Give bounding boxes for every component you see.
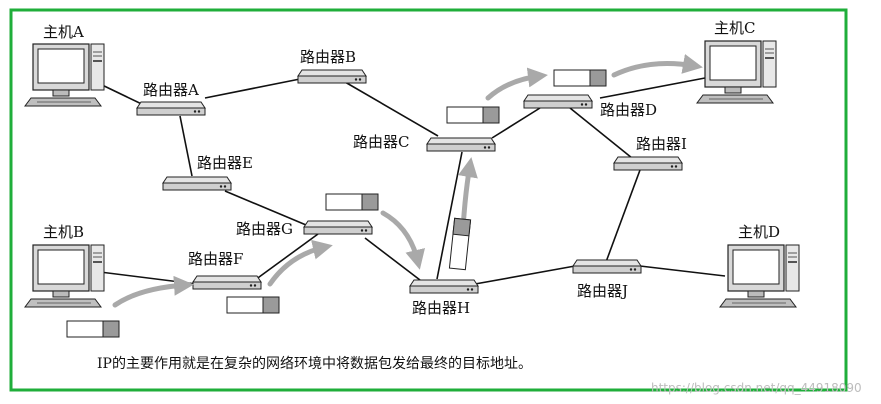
packet-icon [446, 106, 500, 124]
router-h-icon [409, 279, 479, 294]
link-router-g-router-h [364, 237, 421, 281]
router-c-label: 路由器C [353, 133, 409, 151]
link-router-f-router-g [254, 233, 319, 281]
packet-icon [325, 193, 379, 211]
arrow-g-to-h [380, 210, 425, 270]
router-b-label: 路由器B [300, 48, 356, 66]
link-router-i-router-j [605, 169, 641, 263]
link-router-h-router-j [474, 265, 576, 285]
diagram-caption: IP的主要作用就是在复杂的网络环境中将数据包发给最终的目标地址。 [97, 355, 532, 372]
host-b-label: 主机B [43, 223, 84, 241]
packet-icon [553, 69, 607, 87]
router-j-icon [572, 259, 642, 274]
router-c-icon [426, 137, 496, 152]
arrow-d-to-host-c [611, 54, 703, 78]
router-a-label: 路由器A [143, 81, 199, 99]
host-c-label: 主机C [714, 19, 755, 37]
host-a-icon [24, 43, 105, 107]
router-f-label: 路由器F [188, 250, 243, 268]
packet-icon [66, 320, 120, 338]
link-router-d-router-i [569, 107, 633, 159]
router-d-label: 路由器D [600, 101, 657, 119]
router-f-icon [192, 275, 262, 290]
link-host-b-router-f [99, 271, 197, 285]
link-router-a-router-b [204, 77, 306, 99]
arrow-c-to-d [485, 67, 548, 101]
packet-icon [226, 296, 280, 314]
router-h-label: 路由器H [412, 299, 470, 317]
watermark: https://blog.csdn.net/qq_44918090 [651, 381, 862, 395]
host-d-icon [719, 244, 800, 308]
host-d-label: 主机D [738, 223, 780, 241]
link-router-c-router-d [491, 107, 541, 139]
link-router-j-host-d [639, 265, 726, 277]
network-links [99, 77, 726, 285]
router-e-label: 路由器E [197, 154, 253, 172]
link-router-b-router-c [344, 81, 439, 137]
router-d-icon [523, 94, 593, 109]
router-j-label: 路由器J [577, 282, 628, 300]
router-g-label: 路由器G [236, 220, 293, 238]
router-e-icon [162, 176, 232, 191]
link-router-c-router-h [436, 151, 463, 280]
router-g-icon [303, 220, 373, 235]
arrow-f-to-g [267, 239, 333, 287]
link-router-e-router-g [224, 190, 319, 231]
packet-icon [448, 217, 472, 271]
arrow-host-b-to-f [112, 275, 194, 308]
host-a-label: 主机A [43, 23, 84, 41]
host-b-icon [24, 244, 105, 308]
router-b-icon [297, 69, 367, 84]
router-i-label: 路由器I [636, 135, 687, 153]
host-c-icon [696, 40, 777, 104]
router-a-icon [136, 101, 206, 116]
link-router-a-router-e [179, 115, 193, 177]
link-router-d-host-c [599, 77, 706, 99]
frame-border [9, 8, 848, 392]
router-i-icon [613, 156, 683, 171]
